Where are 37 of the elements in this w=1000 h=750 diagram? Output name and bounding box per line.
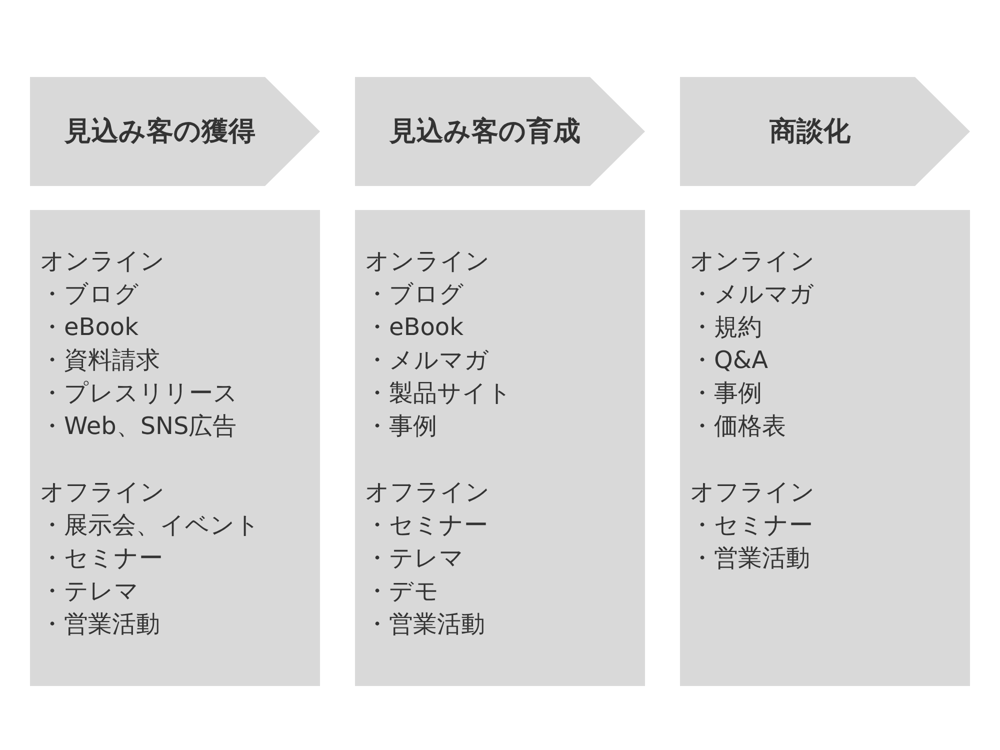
list-item: ・eBook xyxy=(365,312,464,343)
category-heading: オンライン xyxy=(690,246,815,277)
stage-title: 商談化 xyxy=(768,114,852,148)
list-item: ・製品サイト xyxy=(365,378,512,409)
list-item: ・Q&A xyxy=(690,345,768,376)
stage-title: 見込み客の育成 xyxy=(388,114,582,148)
list-item: ・メルマガ xyxy=(365,345,489,376)
list-item: ・資料請求 xyxy=(40,345,160,376)
list-item: ・セミナー xyxy=(690,510,813,541)
category-heading: オフライン xyxy=(690,477,815,508)
list-item: ・事例 xyxy=(365,411,437,442)
list-item: ・価格表 xyxy=(690,411,786,442)
category-heading: オフライン xyxy=(40,477,165,508)
column-panel xyxy=(680,210,970,686)
list-item: ・ブログ xyxy=(40,279,139,310)
stage-title: 見込み客の獲得 xyxy=(63,114,256,148)
list-item: ・事例 xyxy=(690,378,762,409)
list-item: ・テレマ xyxy=(365,543,464,574)
list-item: ・eBook xyxy=(40,312,138,343)
category-heading: オフライン xyxy=(365,477,490,508)
column-panel xyxy=(30,210,320,686)
category-heading: オンライン xyxy=(365,246,490,277)
column-panel xyxy=(355,210,645,686)
list-item: ・テレマ xyxy=(40,576,139,607)
list-item: ・展示会、イベント xyxy=(40,510,260,541)
list-item: ・プレスリリース xyxy=(40,378,238,409)
list-item: ・セミナー xyxy=(365,510,488,541)
list-item: ・営業活動 xyxy=(690,543,810,574)
list-item: ・デモ xyxy=(365,576,439,607)
list-item: ・営業活動 xyxy=(365,609,485,640)
list-item: ・ブログ xyxy=(365,279,464,310)
list-item: ・メルマガ xyxy=(690,279,814,310)
list-item: ・Web、SNS広告 xyxy=(40,411,237,442)
list-item: ・営業活動 xyxy=(40,609,160,640)
list-item: ・セミナー xyxy=(40,543,163,574)
category-heading: オンライン xyxy=(40,246,165,277)
list-item: ・規約 xyxy=(690,312,762,343)
